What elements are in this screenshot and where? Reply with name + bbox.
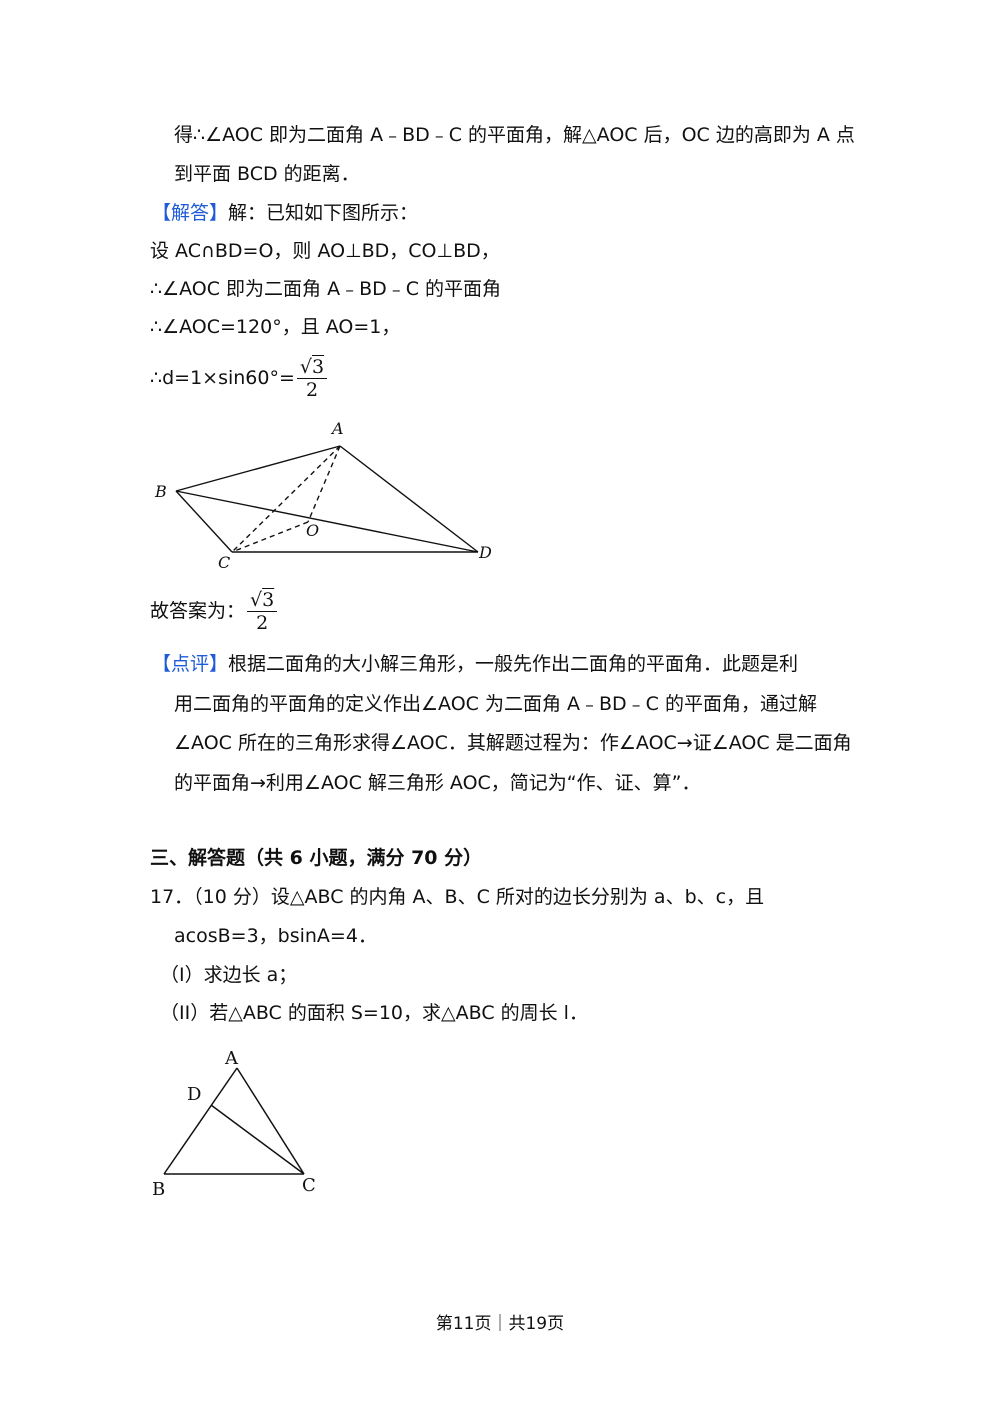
question-17: 17．（10 分）设△ABC 的内角 A、B、C 所对的边长分别为 a、b、c，… [150, 886, 765, 908]
vertex-label-c: C [218, 553, 230, 572]
vertex-label-a: A [330, 419, 344, 438]
vertex-label-o: O [306, 521, 319, 540]
review-line: 的平面角→利用∠AOC 解三角形 AOC，简记为“作、证、算”． [174, 772, 701, 794]
solution-step: ∴∠AOC=120°，且 AO=1， [150, 316, 401, 338]
review-paragraph: 【点评】根据二面角的大小解三角形，一般先作出二面角的平面角．此题是利 [152, 651, 798, 677]
paragraph-line: 到平面 BCD 的距离． [174, 163, 360, 185]
vertex-label-b: B [152, 1179, 165, 1200]
triangle-figure: A D B C [152, 1048, 316, 1200]
distance-formula: ∴d=1×sin60°= [150, 367, 295, 389]
radicand: 3 [312, 356, 325, 378]
radicand: 3 [262, 589, 275, 611]
review-line: ∠AOC 所在的三角形求得∠AOC．其解题过程为：作∠AOC→证∠AOC 是二面… [174, 732, 852, 754]
sqrt-sign: √ [299, 356, 313, 378]
denominator: 2 [305, 379, 319, 401]
tetrahedron-figure: A B C D O [154, 419, 492, 572]
answer-header: 【解答】解：已知如下图所示： [152, 200, 418, 226]
solution-step: ∴∠AOC 即为二面角 A﹣BD﹣C 的平面角 [150, 278, 502, 300]
review-tag: 【点评】 [152, 653, 229, 675]
review-line: 根据二面角的大小解三角形，一般先作出二面角的平面角．此题是利 [228, 653, 799, 675]
answer-lead: 解：已知如下图所示： [228, 202, 419, 224]
answer-tag: 【解答】 [152, 202, 229, 224]
section-title: 三、解答题（共 6 小题，满分 70 分） [150, 847, 483, 869]
page-footer: 第11页｜共19页 [435, 1314, 565, 1334]
question-17-part-1: （I）求边长 a； [160, 964, 298, 986]
sqrt-sign: √ [250, 589, 263, 611]
solution-step: 设 AC∩BD=O，则 AO⊥BD，CO⊥BD， [150, 240, 500, 262]
review-line: 用二面角的平面角的定义作出∠AOC 为二面角 A﹣BD﹣C 的平面角，通过解 [174, 693, 817, 715]
question-17-cont: acosB=3，bsinA=4． [174, 925, 377, 947]
paragraph-line: 得∴∠AOC 即为二面角 A﹣BD﹣C 的平面角，解△AOC 后，OC 边的高即… [174, 124, 855, 146]
question-17-part-2: （II）若△ABC 的面积 S=10，求△ABC 的周长 l． [160, 1002, 588, 1024]
vertex-label-b: B [154, 482, 167, 501]
vertex-label-a: A [224, 1048, 239, 1069]
vertex-label-c: C [302, 1175, 316, 1196]
final-answer-label: 故答案为： [150, 600, 246, 622]
vertex-label-d: D [478, 543, 492, 562]
denominator: 2 [256, 612, 269, 634]
vertex-label-d: D [187, 1084, 201, 1105]
